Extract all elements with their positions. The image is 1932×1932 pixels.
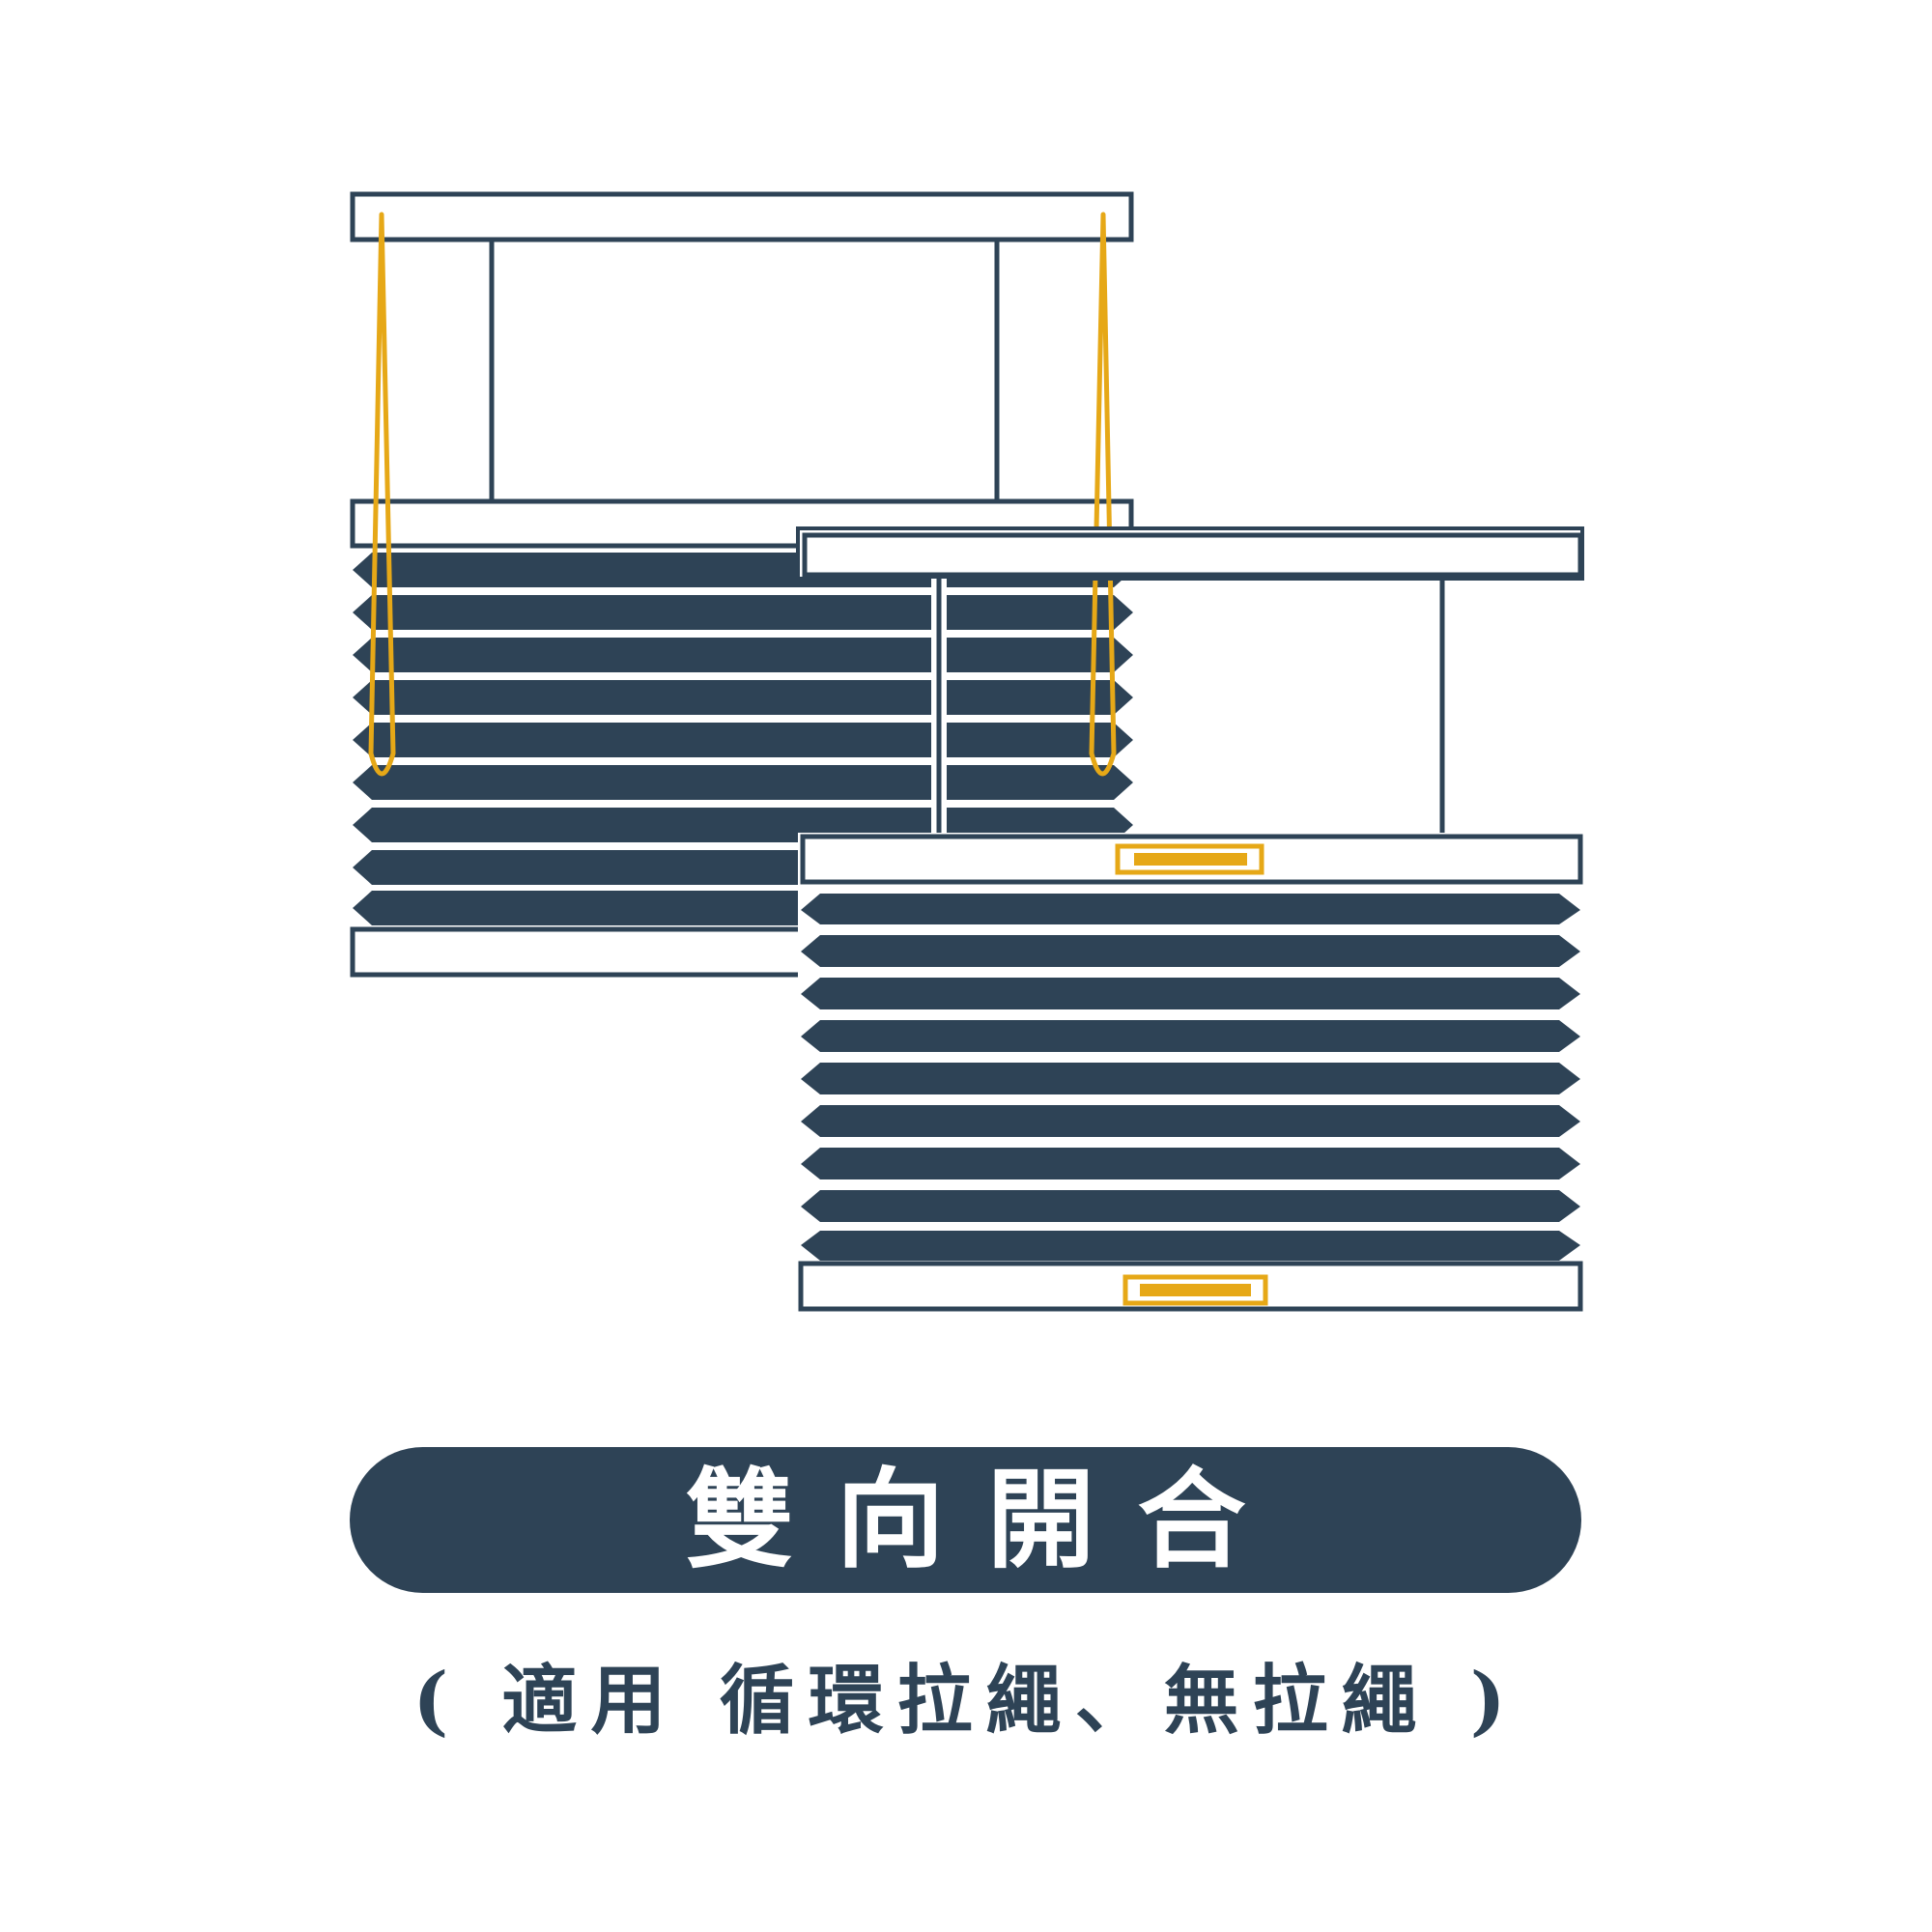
right-top-rail xyxy=(802,532,1583,578)
right-pleats xyxy=(801,894,1580,1261)
caption: ( 適用 循環拉繩、無拉繩 ) xyxy=(412,1657,1520,1745)
right-cord-icon xyxy=(1089,212,1117,777)
left-top-rail xyxy=(350,191,1134,242)
left-cord-icon xyxy=(368,212,396,777)
right-blind xyxy=(796,526,1584,1312)
title-text: 雙向開合 xyxy=(685,1456,1289,1583)
title-pill: 雙向開合 xyxy=(350,1447,1581,1593)
middle-rail-handle-icon xyxy=(1115,843,1264,875)
bottom-rail-handle-icon xyxy=(1122,1274,1268,1306)
